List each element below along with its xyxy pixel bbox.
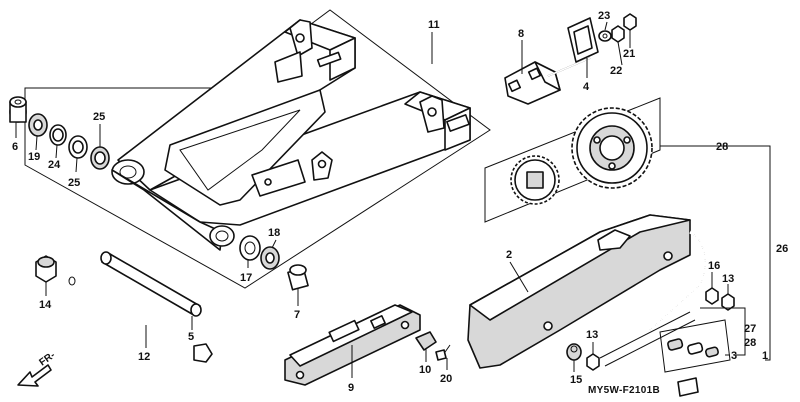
callout-24: 24: [48, 159, 61, 171]
callout-23: 23: [598, 10, 610, 22]
chain-case: [467, 214, 691, 369]
callout-1: 1: [762, 350, 768, 362]
callout-21: 21: [623, 48, 635, 60]
collar-7: [287, 264, 309, 291]
callout-28b: 28: [744, 337, 756, 349]
callout-13a: 13: [722, 273, 734, 285]
leader-lines: [15, 21, 733, 378]
bracket-26: [733, 145, 771, 361]
callout-12: 12: [138, 351, 150, 363]
callout-16: 16: [708, 260, 720, 272]
needle-bearing-25a: [68, 135, 88, 159]
callout-3: 3: [731, 350, 737, 362]
needle-bearing-25b: [90, 146, 110, 170]
drawing-code: MY5W-F2101B: [588, 385, 660, 396]
callout-26: 26: [776, 243, 788, 255]
pivot-nut: [35, 255, 57, 283]
callout-28a: 28: [716, 141, 728, 153]
callout-10: 10: [419, 364, 431, 376]
callout-11: 11: [428, 19, 440, 31]
callout-18: 18: [268, 227, 280, 239]
callout-13b: 13: [586, 329, 598, 341]
drive-chain: [599, 230, 707, 367]
callout-labels: 11 8 4 23 22 21 28 26 6 19 24 25 25 17 1…: [12, 10, 788, 394]
bolt-16: [705, 287, 719, 305]
adjuster-plate-4: [567, 17, 599, 63]
drive-sprocket: [510, 155, 560, 205]
bearing-17: [239, 235, 261, 261]
callout-5: 5: [188, 331, 194, 343]
dust-seal-18: [260, 246, 280, 270]
chain-adjuster: [504, 57, 591, 105]
nut-21: [623, 13, 637, 31]
bolt-13b: [586, 353, 600, 371]
callout-8: 8: [518, 28, 524, 40]
callout-4: 4: [583, 81, 590, 93]
direction-label: FR-: [37, 350, 57, 369]
chain-joint-3: [659, 319, 731, 373]
collar-15: [566, 343, 582, 361]
callout-6: 6: [12, 141, 18, 153]
pivot-bolt: [68, 276, 213, 363]
callout-25b: 25: [93, 111, 105, 123]
bracket-27: [700, 307, 746, 340]
circlip-24: [49, 124, 67, 146]
arrow-icon: [17, 364, 52, 387]
callout-20: 20: [440, 373, 452, 385]
washer-23: [598, 30, 612, 42]
swingarm: [111, 19, 471, 251]
callout-19: 19: [28, 151, 40, 163]
driven-sprocket: [571, 107, 653, 189]
callout-7: 7: [294, 309, 300, 321]
screw-20: [435, 344, 451, 361]
callout-22: 22: [610, 65, 622, 77]
slider-rubber-10: [415, 331, 437, 351]
pivot-collar-tube: [100, 251, 202, 317]
chain-link-plate: [677, 377, 699, 397]
bracket-28b: [736, 340, 746, 356]
front-direction-arrow: FR-: [17, 350, 57, 387]
callout-25a: 25: [68, 177, 80, 189]
callout-17: 17: [240, 272, 252, 284]
dust-seal-19: [28, 113, 48, 137]
callout-27: 27: [744, 323, 756, 335]
pivot-collar: [9, 96, 27, 123]
nut-22: [611, 25, 625, 43]
callout-14: 14: [39, 299, 52, 311]
callout-9: 9: [348, 382, 354, 394]
callout-15: 15: [570, 374, 582, 386]
callout-2: 2: [506, 249, 512, 261]
